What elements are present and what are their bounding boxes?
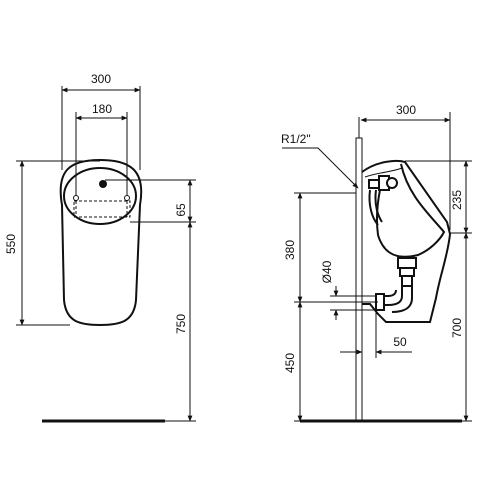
label-inlet-thread: R1/2": [281, 132, 311, 146]
label-depth: 300: [396, 103, 416, 117]
front-hidden-bracket: [73, 200, 131, 218]
front-fixing-right: [124, 195, 130, 201]
label-width-overall: 300: [91, 72, 111, 86]
side-outlet-trap: [375, 257, 417, 313]
label-top-to-inlet: 235: [450, 190, 464, 210]
label-rim-height: 700: [450, 318, 464, 338]
side-inlet-fitting: [368, 175, 398, 226]
front-view: 300 180 550 65 750: [4, 72, 196, 423]
label-inlet-to-outlet: 380: [283, 240, 297, 260]
label-outlet-projection: 50: [393, 335, 407, 349]
front-inlet-hole: [99, 180, 107, 188]
front-fixing-left: [73, 195, 79, 201]
front-bowl-rim: [63, 167, 137, 225]
label-outlet-height: 450: [283, 353, 297, 373]
label-mount-height: 750: [174, 314, 188, 334]
leader-inlet-thread: [282, 147, 359, 189]
side-view: R1/2" 300 235 700 380 Ø40 450 50: [281, 103, 472, 423]
label-height-bowl: 550: [4, 234, 18, 254]
side-wall: [355, 137, 363, 422]
label-outlet-diameter: Ø40: [320, 260, 334, 283]
label-offset-top: 65: [174, 203, 188, 217]
side-body-outline: [361, 160, 452, 323]
label-width-inner: 180: [92, 102, 112, 116]
